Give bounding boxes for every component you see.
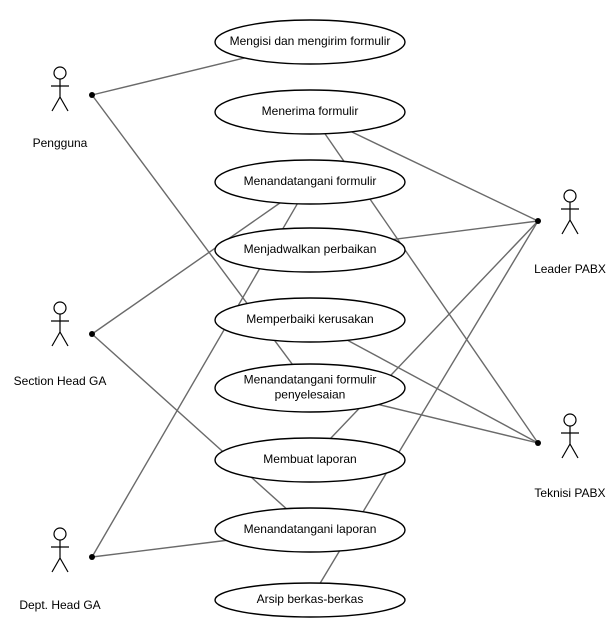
use-case-label: Menandatangani formulir <box>244 174 377 188</box>
association-line-dept_head_ga-uc8 <box>91 539 227 558</box>
use-case-ellipse <box>214 582 406 618</box>
actor-left-leg <box>561 219 571 235</box>
use-case-uc1: Mengisi dan mengirim formulir <box>214 19 406 65</box>
association-anchor-dot <box>535 440 541 446</box>
actor-left-leg <box>51 96 61 112</box>
use-case-label: Menerima formulir <box>262 104 359 118</box>
use-case-uc3: Menandatangani formulir <box>214 159 406 205</box>
actor-right-leg <box>59 331 69 347</box>
use-case-ellipse <box>214 227 406 273</box>
use-case-ellipse <box>214 363 406 413</box>
use-case-ellipse <box>214 89 406 135</box>
association-anchor-dot <box>535 218 541 224</box>
actor-label-pengguna: Pengguna <box>33 136 88 150</box>
actor-head <box>563 413 577 427</box>
actor-label-leader_pabx: Leader PABX <box>534 262 606 276</box>
association-line-teknisi_pabx-uc5 <box>347 339 539 444</box>
actor-right-leg <box>569 219 579 235</box>
use-case-label: Arsip berkas-berkas <box>257 592 364 606</box>
use-case-ellipse <box>214 297 406 343</box>
use-case-label: Menjadwalkan perbaikan <box>244 242 377 256</box>
actor-right-leg <box>59 96 69 112</box>
use-case-ellipse <box>214 19 406 65</box>
actor-right-leg <box>569 443 579 459</box>
actor-label-section_head_ga: Section Head GA <box>14 374 107 388</box>
actor-head <box>53 66 67 80</box>
use-case-uc9: Arsip berkas-berkas <box>214 582 406 618</box>
actor-label-teknisi_pabx: Teknisi PABX <box>534 486 605 500</box>
association-line-pengguna-uc1 <box>91 57 245 96</box>
actor-label-dept_head_ga: Dept. Head GA <box>19 598 100 612</box>
use-case-ellipse <box>214 159 406 205</box>
association-line-teknisi_pabx-uc6 <box>378 403 539 444</box>
use-case-label: Menandatangani laporan <box>244 522 377 536</box>
use-case-uc5: Memperbaiki kerusakan <box>214 297 406 343</box>
actor-right-leg <box>59 557 69 573</box>
use-case-label: penyelesaian <box>275 388 346 402</box>
association-line-section_head_ga-uc8 <box>91 333 287 510</box>
actor-pengguna <box>51 66 69 112</box>
use-case-label: Menandatangani formulir <box>244 373 377 387</box>
actor-left-leg <box>51 331 61 347</box>
actor-left-leg <box>51 557 61 573</box>
actor-dept_head_ga <box>51 527 69 573</box>
actor-head <box>563 189 577 203</box>
use-case-ellipse <box>214 437 406 483</box>
actor-head <box>53 527 67 541</box>
actor-head <box>53 301 67 315</box>
association-anchor-dot <box>89 92 95 98</box>
use-case-uc8: Menandatangani laporan <box>214 507 406 553</box>
use-case-uc7: Membuat laporan <box>214 437 406 483</box>
association-line-section_head_ga-uc3 <box>91 202 281 335</box>
actor-left-leg <box>561 443 571 459</box>
use-case-label: Memperbaiki kerusakan <box>246 312 373 326</box>
use-case-ellipse <box>214 507 406 553</box>
use-case-label: Membuat laporan <box>263 452 356 466</box>
use-case-uc2: Menerima formulir <box>214 89 406 135</box>
actor-section_head_ga <box>51 301 69 347</box>
association-anchor-dot <box>89 554 95 560</box>
association-line-leader_pabx-uc4 <box>393 220 539 241</box>
association-anchor-dot <box>89 331 95 337</box>
use-case-label: Mengisi dan mengirim formulir <box>230 34 391 48</box>
actor-teknisi_pabx <box>561 413 579 459</box>
association-line-leader_pabx-uc2 <box>351 131 539 222</box>
use-case-uc4: Menjadwalkan perbaikan <box>214 227 406 273</box>
actor-leader_pabx <box>561 189 579 235</box>
